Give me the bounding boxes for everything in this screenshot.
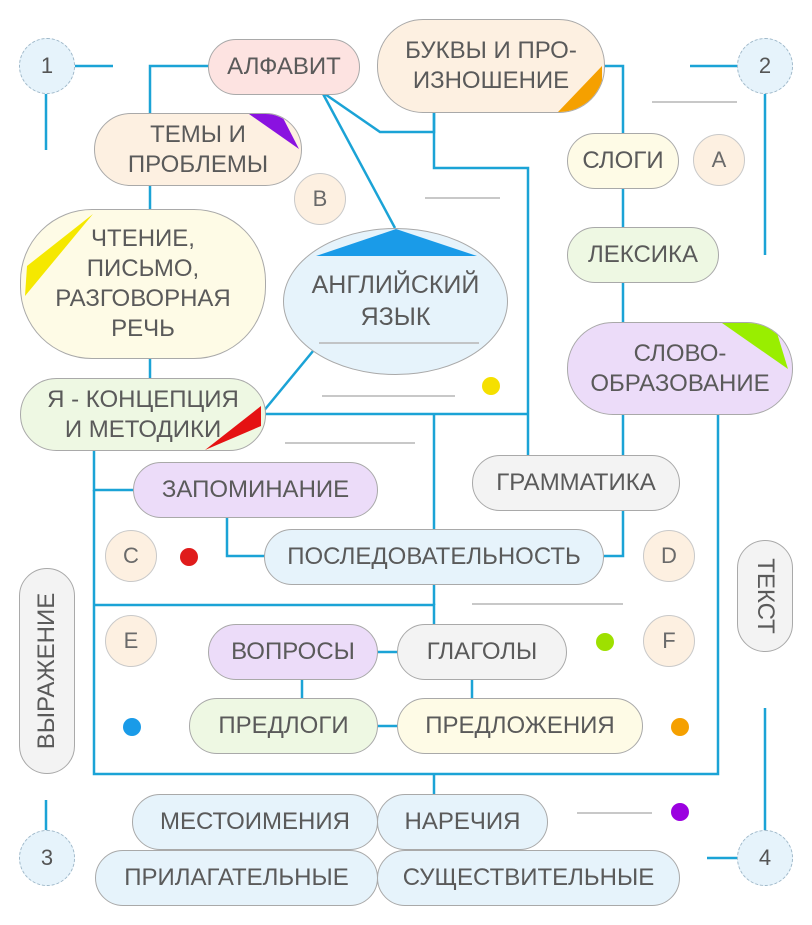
node-nouns-label: СУЩЕСТВИТЕЛЬНЫЕ: [402, 864, 655, 891]
tag-d: D: [643, 530, 695, 582]
connector-alphabet-center: [320, 91, 397, 229]
node-alphabet[interactable]: АЛФАВИТ: [208, 39, 360, 95]
yellow-corner-accent: [25, 214, 93, 296]
node-prepositions-label: ПРЕДЛОГИ: [218, 712, 349, 739]
node-prepositions[interactable]: ПРЕДЛОГИ: [189, 698, 378, 754]
orange-corner-accent: [558, 66, 602, 112]
node-expression[interactable]: ВЫРАЖЕНИЕ: [19, 568, 75, 774]
node-letters-pronunciation[interactable]: БУКВЫ И ПРО- ИЗНОШЕНИЕ: [377, 19, 605, 113]
purple-dot: [671, 803, 689, 821]
node-reading-label: ЧТЕНИЕ, ПИСЬМО, РАЗГОВОРНАЯ РЕЧЬ: [55, 225, 231, 342]
node-sentences[interactable]: ПРЕДЛОЖЕНИЯ: [397, 698, 643, 754]
blue-dot: [123, 718, 141, 736]
connector-mid-horizontal: [94, 603, 436, 625]
node-reading[interactable]: ЧТЕНИЕ, ПИСЬМО, РАЗГОВОРНАЯ РЕЧЬ: [20, 209, 266, 359]
node-alphabet-label: АЛФАВИТ: [227, 53, 341, 80]
node-memorizing-label: ЗАПОМИНАНИЕ: [161, 476, 350, 503]
node-adjectives-label: ПРИЛАГАТЕЛЬНЫЕ: [124, 864, 349, 891]
node-memorizing[interactable]: ЗАПОМИНАНИЕ: [133, 462, 378, 518]
node-adjectives[interactable]: ПРИЛАГАТЕЛЬНЫЕ: [95, 850, 378, 906]
node-questions[interactable]: ВОПРОСЫ: [208, 624, 378, 680]
connector-left-frame: [92, 415, 720, 776]
node-grammar[interactable]: ГРАММАТИКА: [472, 455, 680, 511]
connector-letters-syllables: [605, 64, 625, 133]
tag-b: B: [294, 173, 346, 225]
node-verbs-label: ГЛАГОЛЫ: [426, 638, 538, 665]
number-marker-2: 2: [737, 38, 793, 94]
connector-center-selfconcept: [261, 344, 319, 414]
decorative-rules: [285, 101, 737, 814]
node-center-label: АНГЛИЙСКИЙ ЯЗЫК: [311, 271, 480, 331]
number-marker-4: 4: [737, 830, 793, 886]
tag-a: A: [693, 134, 745, 186]
connector-memorizing-sequence: [225, 518, 265, 558]
red-corner-accent: [205, 406, 261, 450]
orange-dot: [671, 718, 689, 736]
node-grammar-label: ГРАММАТИКА: [496, 469, 656, 496]
node-letters-pronunciation-label: БУКВЫ И ПРО- ИЗНОШЕНИЕ: [405, 37, 577, 94]
node-pronouns[interactable]: МЕСТОИМЕНИЯ: [132, 794, 378, 850]
node-syllables[interactable]: СЛОГИ: [567, 133, 679, 189]
node-sentences-label: ПРЕДЛОЖЕНИЯ: [425, 712, 615, 739]
node-nouns[interactable]: СУЩЕСТВИТЕЛЬНЫЕ: [377, 850, 680, 906]
node-sequence-label: ПОСЛЕДОВАТЕЛЬНОСТЬ: [287, 543, 581, 570]
node-sequence[interactable]: ПОСЛЕДОВАТЕЛЬНОСТЬ: [264, 529, 604, 585]
node-questions-label: ВОПРОСЫ: [231, 638, 355, 665]
connector-letters-grammar: [432, 112, 530, 458]
tag-c: C: [105, 530, 157, 582]
node-adverbs[interactable]: НАРЕЧИЯ: [377, 794, 548, 850]
yellow-dot: [482, 377, 500, 395]
node-self-concept[interactable]: Я - КОНЦЕПЦИЯ И МЕТОДИКИ: [20, 378, 266, 451]
node-text[interactable]: ТЕКСТ: [737, 540, 793, 652]
connector-selfconcept-memorizing: [92, 450, 133, 492]
green-dot: [596, 633, 614, 651]
node-vocabulary[interactable]: ЛЕКСИКА: [567, 227, 719, 283]
node-verbs[interactable]: ГЛАГОЛЫ: [397, 624, 567, 680]
node-topics[interactable]: ТЕМЫ И ПРОБЛЕМЫ: [94, 113, 302, 186]
number-marker-1: 1: [19, 38, 75, 94]
green-corner-accent: [722, 323, 788, 369]
node-word-formation-label: СЛОВО- ОБРАЗОВАНИЕ: [590, 339, 770, 397]
center-blue-cap: [316, 229, 477, 256]
node-topics-label: ТЕМЫ И ПРОБЛЕМЫ: [127, 120, 269, 178]
node-center-english[interactable]: АНГЛИЙСКИЙ ЯЗЫК: [283, 228, 508, 375]
tag-e: E: [105, 615, 157, 667]
node-self-concept-label: Я - КОНЦЕПЦИЯ И МЕТОДИКИ: [47, 385, 239, 443]
node-syllables-label: СЛОГИ: [582, 147, 664, 174]
node-adverbs-label: НАРЕЧИЯ: [404, 808, 521, 835]
red-dot: [180, 548, 198, 566]
node-pronouns-label: МЕСТОИМЕНИЯ: [160, 808, 350, 835]
node-text-label: ТЕКСТ: [752, 558, 780, 634]
number-marker-3: 3: [19, 830, 75, 886]
node-vocabulary-label: ЛЕКСИКА: [587, 241, 699, 268]
center-underline: [319, 342, 479, 344]
node-word-formation[interactable]: СЛОВО- ОБРАЗОВАНИЕ: [567, 322, 793, 415]
tag-f: F: [643, 615, 695, 667]
connector-alphabet-topics: [148, 64, 210, 114]
node-expression-label: ВЫРАЖЕНИЕ: [33, 592, 61, 750]
purple-corner-accent: [249, 114, 299, 149]
